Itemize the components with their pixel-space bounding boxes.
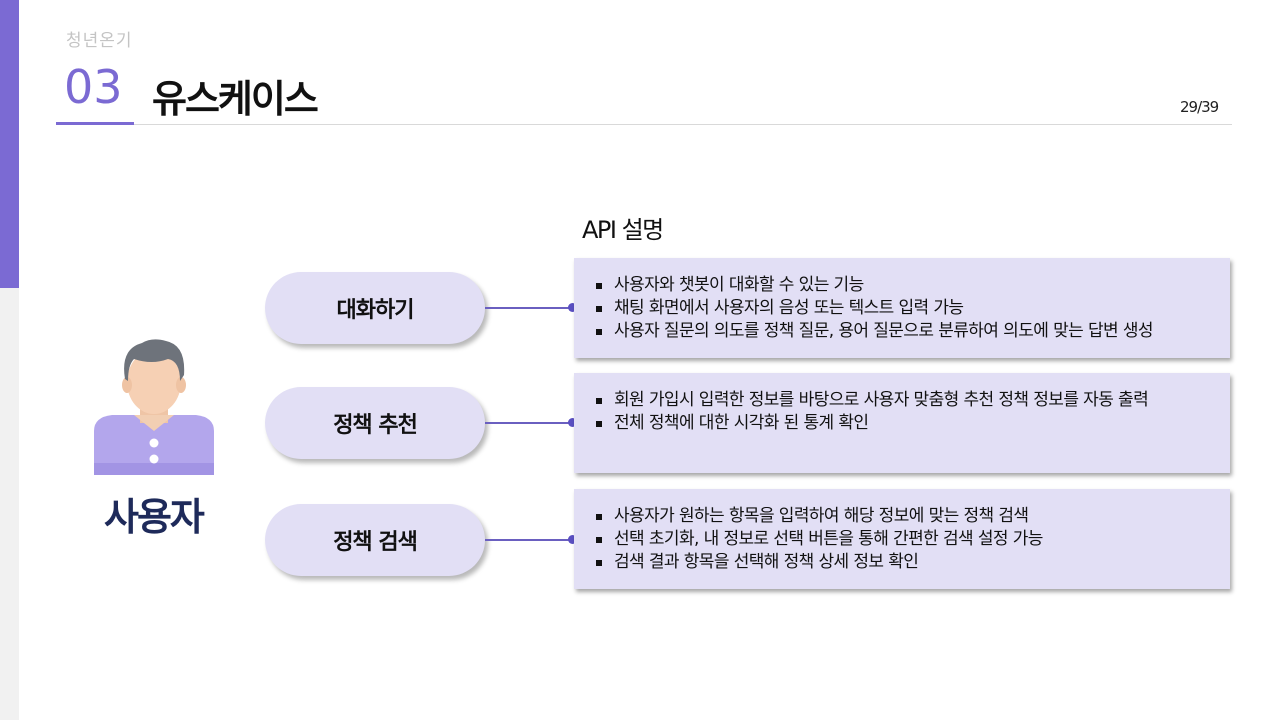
usecase-chat-description: 사용자와 챗봇이 대화할 수 있는 기능 채팅 화면에서 사용자의 음성 또는 … — [574, 258, 1230, 358]
usecase-label: 정책 검색 — [333, 530, 418, 555]
section-number-underline — [56, 122, 134, 125]
usecase-label: 대화하기 — [336, 298, 415, 323]
user-avatar-icon — [94, 339, 214, 475]
description-item: 전체 정책에 대한 시각화 된 통계 확인 — [596, 412, 1210, 435]
description-item: 검색 결과 항목을 선택해 정책 상세 정보 확인 — [596, 551, 1210, 574]
description-item: 회원 가입시 입력한 정보를 바탕으로 사용자 맞춤형 추천 정책 정보를 자동… — [596, 389, 1210, 412]
usecase-recommend-description: 회원 가입시 입력한 정보를 바탕으로 사용자 맞춤형 추천 정책 정보를 자동… — [574, 373, 1230, 473]
description-item: 채팅 화면에서 사용자의 음성 또는 텍스트 입력 가능 — [596, 297, 1210, 320]
connector-dot — [568, 535, 577, 544]
usecase-recommend-pill: 정책 추천 — [265, 387, 485, 459]
section-number: 03 — [64, 60, 123, 114]
actor-label: 사용자 — [104, 495, 205, 539]
description-item: 선택 초기화, 내 정보로 선택 버튼을 통해 간편한 검색 설정 가능 — [596, 528, 1210, 551]
usecase-chat-pill: 대화하기 — [265, 272, 485, 344]
page-counter: 29/39 — [1180, 98, 1219, 116]
brand-name: 청년온기 — [66, 31, 133, 51]
connector-dot — [568, 418, 577, 427]
description-item: 사용자와 챗봇이 대화할 수 있는 기능 — [596, 274, 1210, 297]
api-description-heading: API 설명 — [582, 216, 664, 244]
connector-dot — [568, 303, 577, 312]
connector-line — [485, 422, 573, 424]
usecase-search-pill: 정책 검색 — [265, 504, 485, 576]
side-accent-bar — [0, 0, 19, 288]
description-item: 사용자 질문의 의도를 정책 질문, 용어 질문으로 분류하여 의도에 맞는 답… — [596, 320, 1210, 343]
description-item: 사용자가 원하는 항목을 입력하여 해당 정보에 맞는 정책 검색 — [596, 505, 1210, 528]
connector-line — [485, 539, 573, 541]
connector-line — [485, 307, 573, 309]
usecase-search-description: 사용자가 원하는 항목을 입력하여 해당 정보에 맞는 정책 검색 선택 초기화… — [574, 489, 1230, 589]
header-divider — [56, 124, 1232, 125]
page-title: 유스케이스 — [152, 77, 319, 121]
usecase-label: 정책 추천 — [333, 413, 418, 438]
